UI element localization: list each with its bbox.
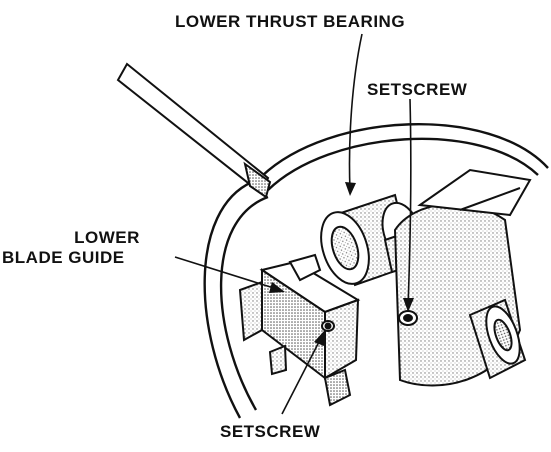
leader-thrust-bearing bbox=[348, 33, 363, 191]
label-lower-blade-guide-line1: LOWER bbox=[74, 228, 140, 247]
leader-lines bbox=[174, 33, 412, 415]
side-roller bbox=[468, 298, 527, 380]
label-setscrew-bottom: SETSCREW bbox=[220, 422, 321, 441]
arrowhead-setscrew-bottom bbox=[314, 331, 324, 346]
lower-blade-guide-block bbox=[238, 253, 361, 407]
label-lower-blade-guide-line2: BLADE GUIDE bbox=[2, 248, 125, 267]
label-lower-thrust-bearing: LOWER THRUST BEARING bbox=[175, 12, 406, 31]
blade bbox=[116, 62, 272, 199]
arrowheads bbox=[269, 182, 414, 346]
arrowhead-setscrew-top bbox=[403, 298, 414, 312]
arrowhead-blade-guide bbox=[269, 282, 285, 293]
leader-blade-guide bbox=[174, 256, 281, 291]
label-setscrew-top: SETSCREW bbox=[367, 80, 468, 99]
leader-setscrew-bottom bbox=[281, 335, 323, 415]
housing-rim bbox=[203, 123, 549, 419]
arrowhead-thrust-bearing bbox=[345, 182, 356, 196]
leader-setscrew-top bbox=[407, 98, 412, 309]
